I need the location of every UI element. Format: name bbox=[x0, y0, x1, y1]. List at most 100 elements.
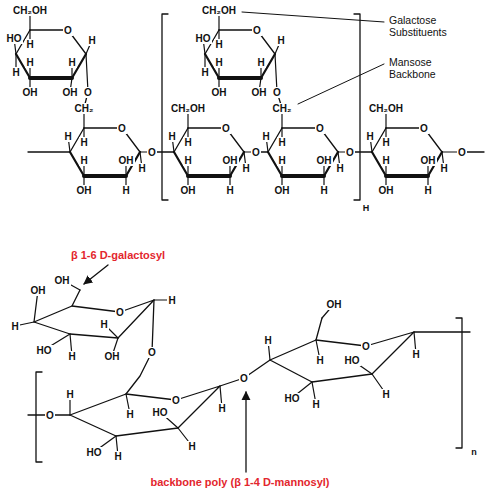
ring-bond bbox=[219, 76, 261, 80]
atom-label: HO bbox=[86, 447, 103, 458]
atom-label: H bbox=[200, 67, 209, 78]
repeat-bracket bbox=[162, 14, 168, 200]
atom-label: O bbox=[45, 410, 55, 421]
atom-label: H bbox=[214, 57, 223, 68]
atom-label: OH bbox=[62, 87, 79, 98]
atom-label: O bbox=[221, 123, 231, 134]
ring-bond bbox=[386, 174, 428, 178]
bond bbox=[126, 352, 152, 394]
atom-label: O bbox=[147, 147, 157, 158]
atom-label: H bbox=[125, 409, 134, 420]
pointer-arrow bbox=[245, 392, 246, 472]
atom-label: H bbox=[311, 399, 320, 410]
atom-label: OH bbox=[274, 185, 291, 196]
atom-label: OH bbox=[54, 275, 71, 286]
atom-label: O bbox=[171, 395, 181, 406]
atom-label: H bbox=[214, 39, 223, 50]
repeat-bracket bbox=[354, 14, 360, 200]
bond bbox=[72, 290, 80, 306]
atom-label: H bbox=[261, 131, 270, 142]
atom-label: OH bbox=[316, 155, 333, 166]
atom-label: H bbox=[183, 137, 192, 148]
galactose-chair bbox=[34, 300, 154, 338]
bond bbox=[28, 151, 70, 152]
atom-label: CH₂ bbox=[74, 103, 95, 114]
pointer-arrow bbox=[84, 265, 108, 284]
atom-label: OH bbox=[118, 155, 135, 166]
atom-label: CH₂OH bbox=[170, 103, 206, 114]
atom-label: CH₂OH bbox=[12, 5, 48, 16]
atom-label: H bbox=[217, 403, 226, 414]
atom-label: HO bbox=[36, 345, 53, 356]
atom-label: H bbox=[25, 39, 34, 50]
atom-label: O bbox=[252, 25, 262, 36]
bond bbox=[152, 300, 154, 352]
atom-label: H bbox=[137, 163, 146, 174]
atom-label: O bbox=[251, 147, 261, 158]
atom-label: OH bbox=[30, 285, 47, 296]
atom-label: HO bbox=[195, 33, 212, 44]
atom-label: O bbox=[83, 87, 93, 98]
atom-label: HO bbox=[344, 355, 361, 366]
atom-label: H bbox=[276, 35, 285, 46]
leader-line bbox=[298, 64, 384, 104]
atom-label: OH bbox=[22, 87, 39, 98]
atom-label: H bbox=[79, 137, 88, 148]
atom-label: H bbox=[167, 131, 176, 142]
bond bbox=[316, 318, 322, 340]
atom-label: H bbox=[381, 389, 390, 400]
atom-label: CH₂OH bbox=[201, 5, 237, 16]
atom-label: H bbox=[25, 57, 34, 68]
ring-bond bbox=[84, 174, 126, 178]
atom-label: O bbox=[63, 25, 73, 36]
atom-label: H bbox=[87, 35, 96, 46]
atom-label: OH bbox=[211, 87, 228, 98]
atom-label: H bbox=[256, 57, 265, 68]
atom-label: H bbox=[79, 155, 88, 166]
repeat-bracket bbox=[36, 372, 42, 462]
atom-label: H bbox=[99, 319, 108, 330]
atom-label: H bbox=[381, 137, 390, 148]
atom-label: H bbox=[381, 155, 390, 166]
atom-label: OH bbox=[378, 185, 395, 196]
atom-label: H bbox=[11, 67, 20, 78]
atom-label: H bbox=[167, 295, 176, 306]
atom-label: O bbox=[115, 307, 125, 318]
atom-label: H bbox=[187, 441, 196, 452]
atom-label: OH bbox=[104, 351, 121, 362]
atom-label: O bbox=[315, 123, 325, 134]
atom-label: H bbox=[439, 163, 448, 174]
atom-label: O bbox=[272, 87, 282, 98]
repeat-subscript: n bbox=[470, 447, 478, 457]
atom-label: H bbox=[365, 131, 374, 142]
atom-label: H bbox=[315, 355, 324, 366]
atom-label: OH bbox=[420, 155, 437, 166]
atom-label: H bbox=[63, 131, 72, 142]
leader-line bbox=[242, 12, 384, 22]
atom-label: H bbox=[113, 451, 122, 462]
atom-label: OH bbox=[326, 299, 343, 310]
repeat-bracket bbox=[456, 318, 462, 448]
atom-label: H bbox=[335, 163, 344, 174]
atom-label: H bbox=[277, 155, 286, 166]
atom-label: H bbox=[319, 185, 328, 196]
atom-label: H bbox=[65, 389, 74, 400]
repeat-subscript: H bbox=[362, 203, 371, 213]
atom-label: OH bbox=[180, 185, 197, 196]
atom-label: H bbox=[423, 185, 432, 196]
ring-bond bbox=[282, 174, 324, 178]
atom-label: H bbox=[67, 351, 76, 362]
atom-label: H bbox=[263, 335, 272, 346]
ring-bond bbox=[188, 174, 230, 178]
atom-label: OH bbox=[222, 155, 239, 166]
atom-label: CH₂ bbox=[272, 103, 293, 114]
atom-label: H bbox=[67, 57, 76, 68]
annotation-label: β 1-6 D-galactosyl bbox=[69, 249, 167, 262]
atom-label: O bbox=[419, 123, 429, 134]
callout-label: Mansose Backbone bbox=[388, 56, 482, 80]
atom-label: OH bbox=[76, 185, 93, 196]
atom-label: OH bbox=[251, 87, 268, 98]
atom-label: H bbox=[277, 137, 286, 148]
atom-label: CH₂OH bbox=[368, 103, 404, 114]
